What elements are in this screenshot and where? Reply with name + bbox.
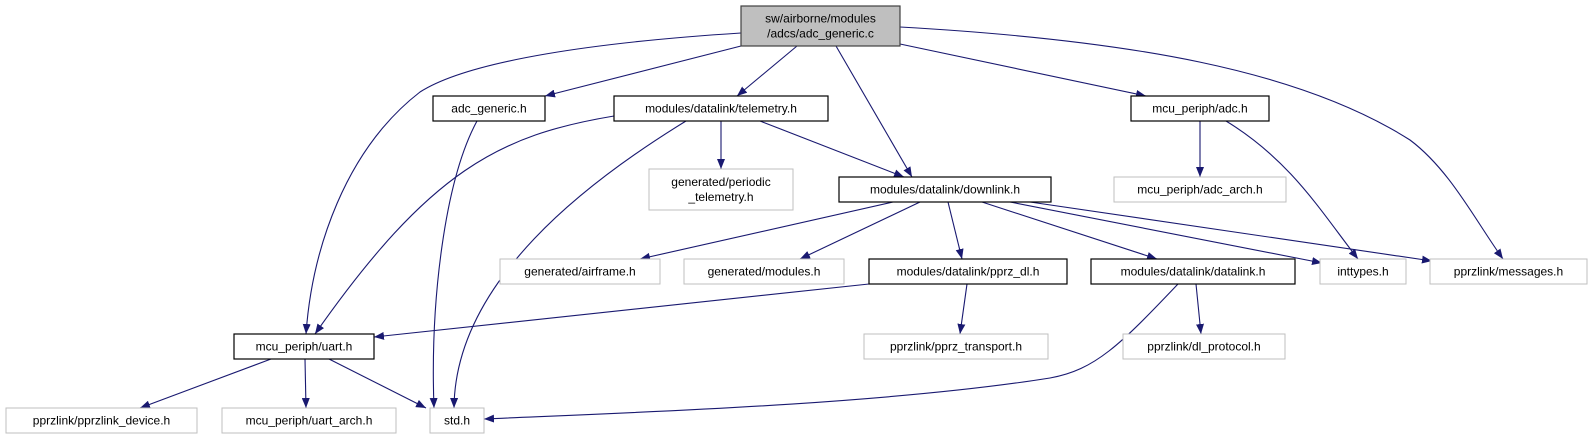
node-datalink_h[interactable]: modules/datalink/datalink.h	[1090, 258, 1296, 285]
node-box	[499, 258, 661, 285]
node-box	[838, 176, 1052, 203]
node-label: pprzlink/pprz_transport.h	[890, 340, 1022, 354]
edge-downlink_h-to-airframe_h	[639, 201, 894, 261]
node-box	[1130, 95, 1270, 122]
node-label: mcu_periph/adc_arch.h	[1137, 183, 1262, 197]
node-label: generated/modules.h	[708, 265, 821, 279]
node-label: pprzlink/messages.h	[1454, 265, 1563, 279]
node-uart_h[interactable]: mcu_periph/uart.h	[233, 333, 375, 360]
node-messages_h: pprzlink/messages.h	[1429, 258, 1588, 285]
node-label: modules/datalink/pprz_dl.h	[897, 265, 1040, 279]
node-periodic_telemetry_h: generated/periodic_telemetry.h	[648, 168, 794, 211]
edges	[139, 26, 1504, 423]
node-box	[429, 407, 485, 434]
node-label: mcu_periph/uart.h	[256, 340, 353, 354]
edge-uart_h-to-pprzlink_device_h	[139, 358, 272, 409]
node-uart_arch_h: mcu_periph/uart_arch.h	[221, 407, 397, 434]
node-pprz_transport_h: pprzlink/pprz_transport.h	[863, 333, 1049, 360]
node-adc_generic_h[interactable]: adc_generic.h	[432, 95, 546, 122]
edge-datalink_h-to-dl_protocol_h	[1195, 283, 1204, 335]
node-box	[740, 5, 901, 47]
node-airframe_h: generated/airframe.h	[499, 258, 661, 285]
node-box	[1319, 258, 1407, 285]
edge-datalink_h-to-std_h	[483, 283, 1179, 423]
node-box	[1429, 258, 1588, 285]
node-box	[233, 333, 375, 360]
edge-root-to-uart_h	[302, 32, 742, 335]
node-label: mcu_periph/uart_arch.h	[246, 414, 373, 428]
node-label: _telemetry.h	[687, 190, 753, 204]
node-box	[613, 95, 829, 122]
edge-downlink_h-to-pprz_dl_h	[947, 201, 964, 260]
edge-pprz_dl_h-to-pprz_transport_h	[957, 283, 968, 335]
node-box	[868, 258, 1068, 285]
node-box	[1090, 258, 1296, 285]
node-box	[5, 407, 198, 434]
node-box	[432, 95, 546, 122]
node-root[interactable]: sw/airborne/modules/adcs/adc_generic.c	[740, 5, 901, 47]
edge-downlink_h-to-datalink_h	[981, 201, 1158, 260]
node-adc_h[interactable]: mcu_periph/adc.h	[1130, 95, 1270, 122]
edge-telemetry_h-to-std_h	[450, 120, 687, 409]
nodes: sw/airborne/modules/adcs/adc_generic.cad…	[5, 5, 1588, 434]
node-label: generated/periodic	[671, 175, 770, 189]
node-modules_h: generated/modules.h	[683, 258, 845, 285]
node-inttypes_h: inttypes.h	[1319, 258, 1407, 285]
node-telemetry_h[interactable]: modules/datalink/telemetry.h	[613, 95, 829, 122]
node-label: modules/datalink/telemetry.h	[645, 102, 797, 116]
edge-root-to-messages_h	[899, 26, 1504, 260]
edge-pprz_dl_h-to-uart_h	[373, 283, 870, 340]
node-pprz_dl_h[interactable]: modules/datalink/pprz_dl.h	[868, 258, 1068, 285]
node-box	[221, 407, 397, 434]
node-box	[863, 333, 1049, 360]
node-label: std.h	[444, 414, 470, 428]
edge-telemetry_h-to-downlink_h	[759, 120, 905, 178]
node-box	[648, 168, 794, 211]
node-label: /adcs/adc_generic.c	[767, 27, 874, 41]
edge-adc_generic_h-to-std_h	[429, 120, 478, 409]
node-box	[1113, 176, 1287, 203]
node-label: inttypes.h	[1337, 265, 1388, 279]
edge-root-to-adc_h	[899, 43, 1147, 98]
edge-adc_h-to-inttypes_h	[1225, 120, 1359, 260]
edge-root-to-downlink_h	[835, 45, 913, 178]
node-std_h: std.h	[429, 407, 485, 434]
edge-root-to-adc_generic_h	[544, 45, 742, 98]
node-downlink_h[interactable]: modules/datalink/downlink.h	[838, 176, 1052, 203]
edge-telemetry_h-to-uart_h	[314, 115, 615, 335]
edge-uart_h-to-uart_arch_h	[301, 358, 310, 409]
node-label: modules/datalink/datalink.h	[1121, 265, 1266, 279]
edge-downlink_h-to-messages_h	[1029, 201, 1433, 264]
edge-downlink_h-to-inttypes_h	[1009, 201, 1323, 266]
node-pprzlink_device_h: pprzlink/pprzlink_device.h	[5, 407, 198, 434]
node-label: generated/airframe.h	[524, 265, 635, 279]
edge-downlink_h-to-modules_h	[799, 201, 921, 260]
node-box	[683, 258, 845, 285]
node-label: modules/datalink/downlink.h	[870, 183, 1020, 197]
node-label: adc_generic.h	[451, 102, 526, 116]
node-label: pprzlink/dl_protocol.h	[1147, 340, 1260, 354]
node-adc_arch_h: mcu_periph/adc_arch.h	[1113, 176, 1287, 203]
edge-root-to-telemetry_h	[736, 45, 798, 97]
edge-uart_h-to-std_h	[328, 358, 427, 409]
node-label: sw/airborne/modules	[765, 12, 876, 26]
node-label: mcu_periph/adc.h	[1152, 102, 1247, 116]
node-dl_protocol_h: pprzlink/dl_protocol.h	[1122, 333, 1286, 360]
node-box	[1122, 333, 1286, 360]
node-label: pprzlink/pprzlink_device.h	[33, 414, 170, 428]
